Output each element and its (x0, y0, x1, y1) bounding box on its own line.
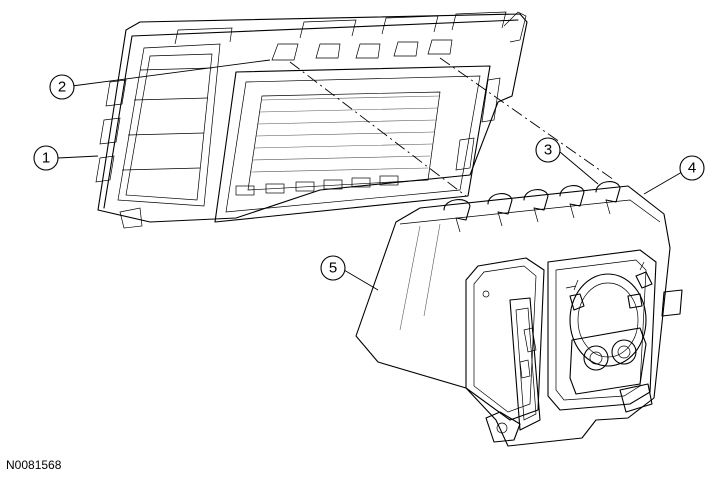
bezel-frame (95, 11, 528, 229)
leader-line-1 (57, 155, 99, 159)
alignment-lines (289, 57, 615, 197)
reference-code: N0081568 (6, 458, 62, 472)
callout-4: 4 (679, 155, 705, 181)
callout-label-2: 2 (58, 79, 66, 96)
callout-3: 3 (535, 137, 561, 163)
leader-line-4 (643, 171, 683, 195)
callout-5: 5 (320, 255, 346, 281)
callout-1: 1 (33, 145, 59, 171)
leader-lines (57, 59, 683, 291)
leader-line-2 (71, 59, 271, 87)
callout-label-3: 3 (544, 142, 552, 159)
callout-label-5: 5 (329, 260, 337, 277)
module-housing (355, 181, 683, 447)
leader-line-3 (559, 151, 599, 185)
callout-label-1: 1 (42, 150, 50, 167)
leader-line-5 (343, 269, 379, 291)
callout-2: 2 (49, 74, 75, 100)
callout-label-4: 4 (688, 160, 696, 177)
